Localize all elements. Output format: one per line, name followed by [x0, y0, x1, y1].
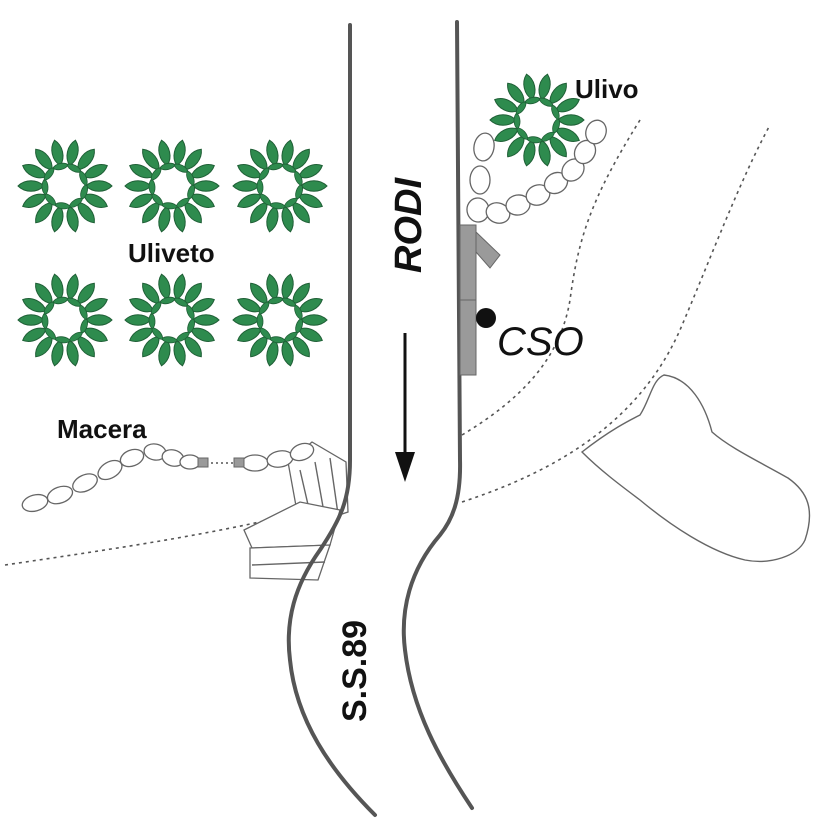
macera-buildings [243, 441, 349, 581]
station-dot-icon [476, 308, 496, 328]
olive-tree-icon [124, 139, 220, 233]
macera-marker-right [233, 457, 245, 468]
macera-stone [21, 493, 49, 513]
macera-stone [241, 454, 269, 472]
contour-line-inner [461, 119, 641, 436]
ulivo-chain [466, 119, 607, 224]
macera-stone [289, 442, 315, 462]
macera-label: Macera [57, 414, 147, 444]
olive-tree-icon [232, 273, 328, 367]
macera-stone [72, 473, 98, 493]
road-right-edge [401, 20, 474, 810]
olive-tree-icon [232, 139, 328, 233]
cso-label: CSO [497, 320, 584, 364]
terrain-outline [580, 374, 811, 563]
olive-tree-icon [124, 273, 220, 367]
ulivo-label: Ulivo [575, 74, 639, 104]
olive-tree-icon [489, 73, 585, 167]
uliveto-label: Uliveto [128, 238, 215, 268]
road-name-label: S.S.89 [336, 620, 374, 722]
macera-stone [119, 448, 145, 468]
macera-marker-left [197, 457, 209, 468]
ulivo-stone [469, 165, 491, 195]
direction-arrow-icon [395, 333, 415, 482]
cso-building [459, 224, 501, 376]
rodi-label: RODI [388, 177, 430, 273]
contour-line-outer [461, 124, 771, 503]
macera-stone [46, 485, 74, 505]
macera-stone [179, 454, 201, 470]
macera-chain [21, 442, 315, 513]
road-left-edge [286, 23, 377, 817]
olive-tree-icon [17, 273, 113, 367]
ulivo-stone [473, 132, 495, 162]
olive-tree-icon [17, 139, 113, 233]
ulivo-stone [485, 202, 511, 224]
ulivo-stone [585, 119, 607, 145]
